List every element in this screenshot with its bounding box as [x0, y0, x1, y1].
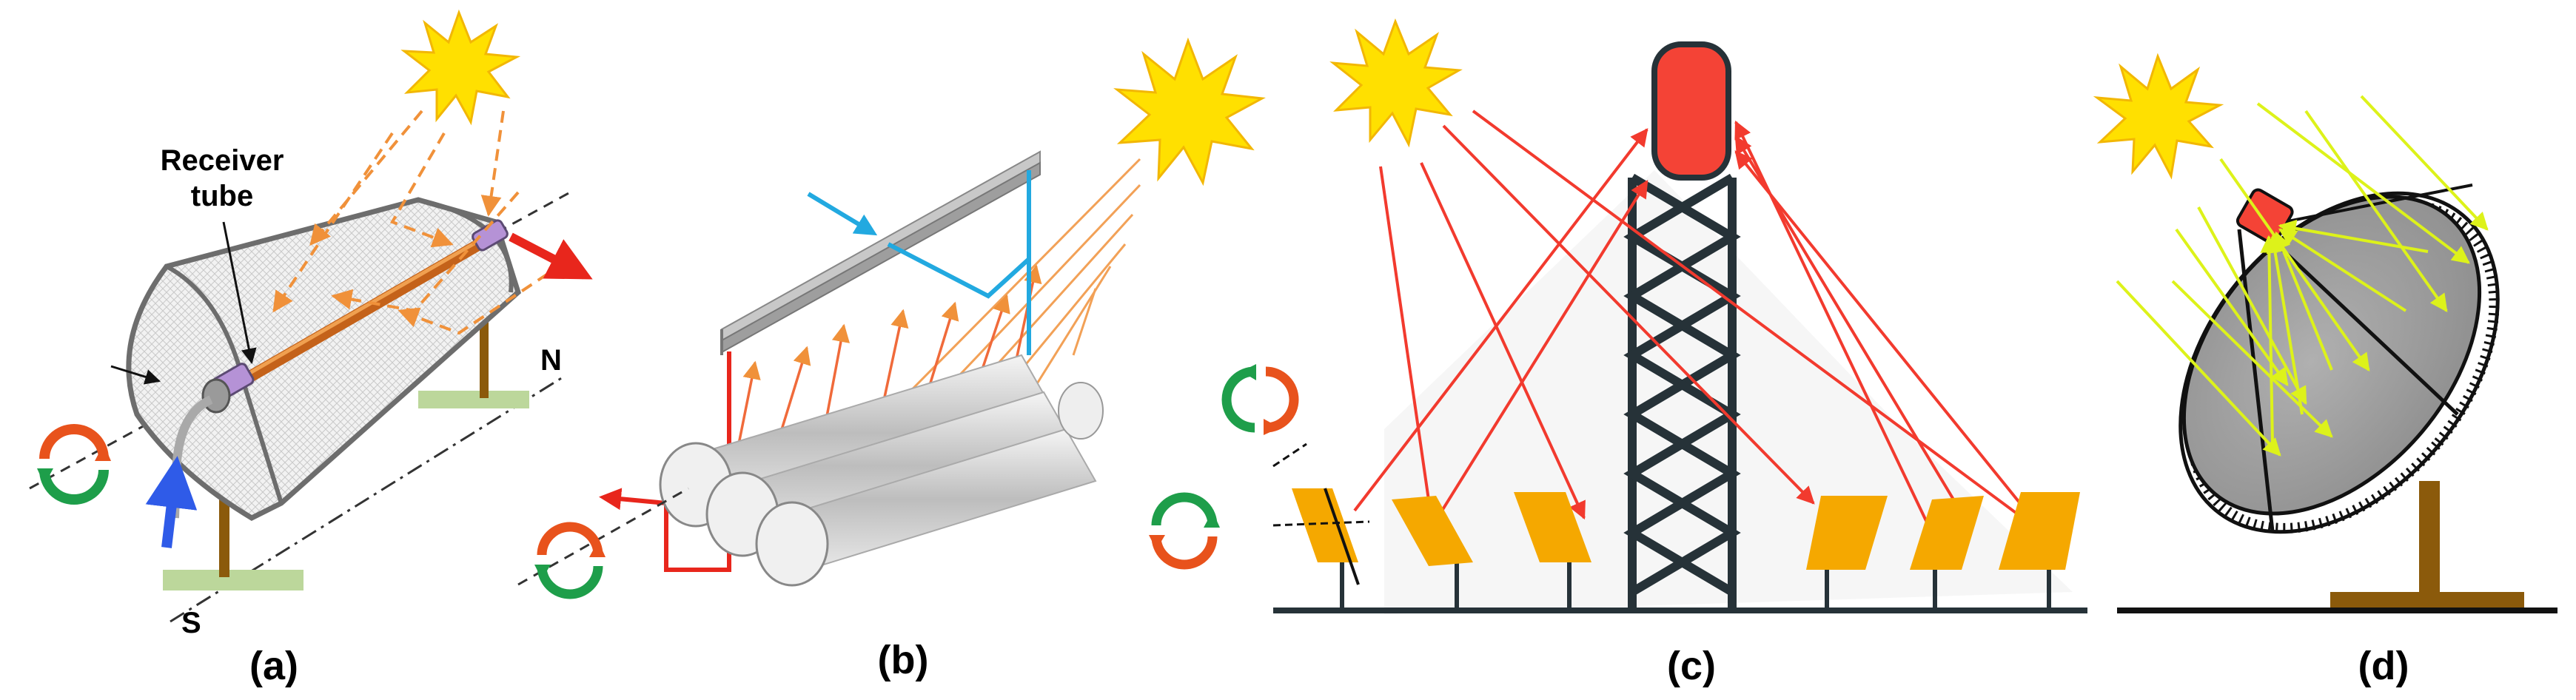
heliostats: [1292, 488, 2080, 610]
rotation-arrows-icon: [1149, 492, 1220, 570]
rotation-arrows-icon: [1221, 364, 1299, 435]
tower-receiver: [1651, 41, 1731, 181]
sun-icon: [1329, 18, 1463, 148]
fresnel-mirrors: [659, 354, 1104, 587]
north-label: N: [540, 344, 562, 377]
rotation-arrows-icon: [37, 424, 111, 505]
panel-c-solar-tower: (c): [1149, 18, 2087, 688]
receiver-outlet-fitting: [472, 219, 509, 252]
south-label: S: [181, 607, 201, 639]
dish: [2178, 184, 2500, 534]
caption-a: (a): [249, 644, 298, 688]
receiver-label-line2: tube: [191, 180, 253, 212]
fresnel-receiver: [720, 150, 1041, 355]
outlet-flow-arrow: [509, 232, 593, 280]
sun-icon: [2093, 53, 2224, 180]
sun-icon: [400, 9, 521, 126]
caption-d: (d): [2358, 644, 2409, 688]
tower: [1623, 173, 1741, 610]
panel-d-parabolic-dish: (d): [2093, 53, 2557, 688]
receiver-label-line1: Receiver: [161, 144, 284, 177]
panel-b-linear-fresnel: (b): [517, 37, 1266, 682]
caption-c: (c): [1667, 644, 1716, 688]
rotation-arrows-icon: [534, 522, 606, 599]
sun-icon: [1113, 37, 1266, 186]
inlet-flow-arrow: [145, 456, 198, 548]
panel-a-parabolic-trough: Receiver tube N S (a): [29, 9, 593, 688]
caption-b: (b): [878, 638, 929, 682]
